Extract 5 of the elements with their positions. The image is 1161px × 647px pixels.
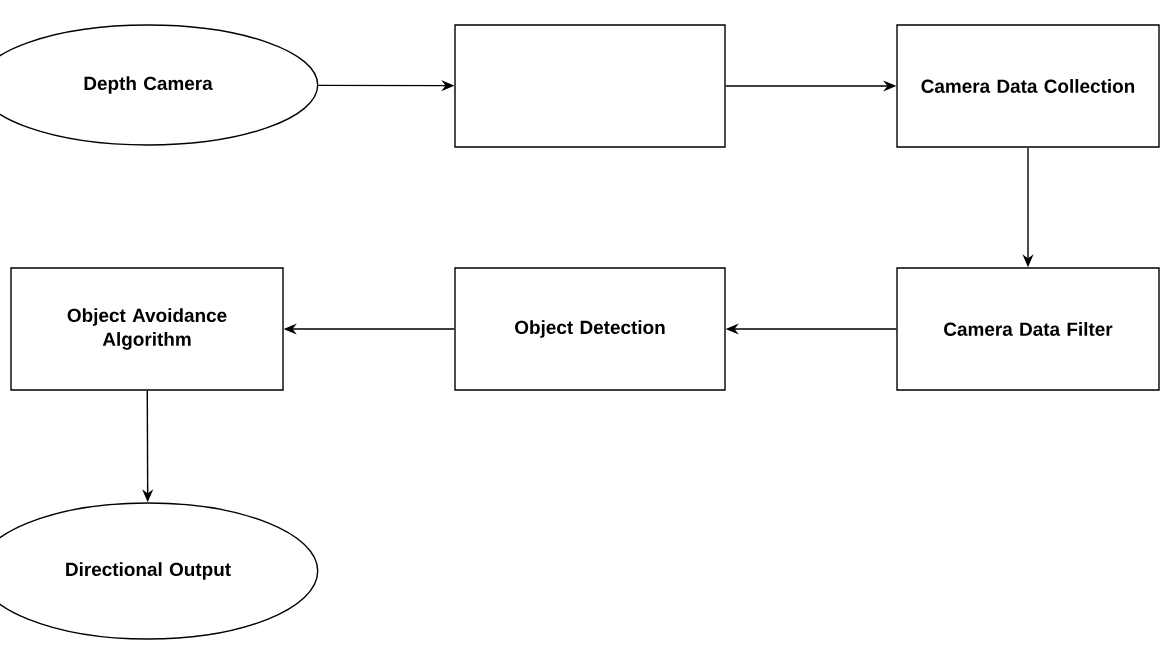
process-box: Object Avoidance Algorithm bbox=[10, 267, 284, 391]
process-box: Camera Data Collection bbox=[896, 24, 1160, 148]
process-box bbox=[454, 24, 726, 148]
process-box: Camera Data Filter bbox=[896, 267, 1160, 391]
process-box: Object Detection bbox=[454, 267, 726, 391]
